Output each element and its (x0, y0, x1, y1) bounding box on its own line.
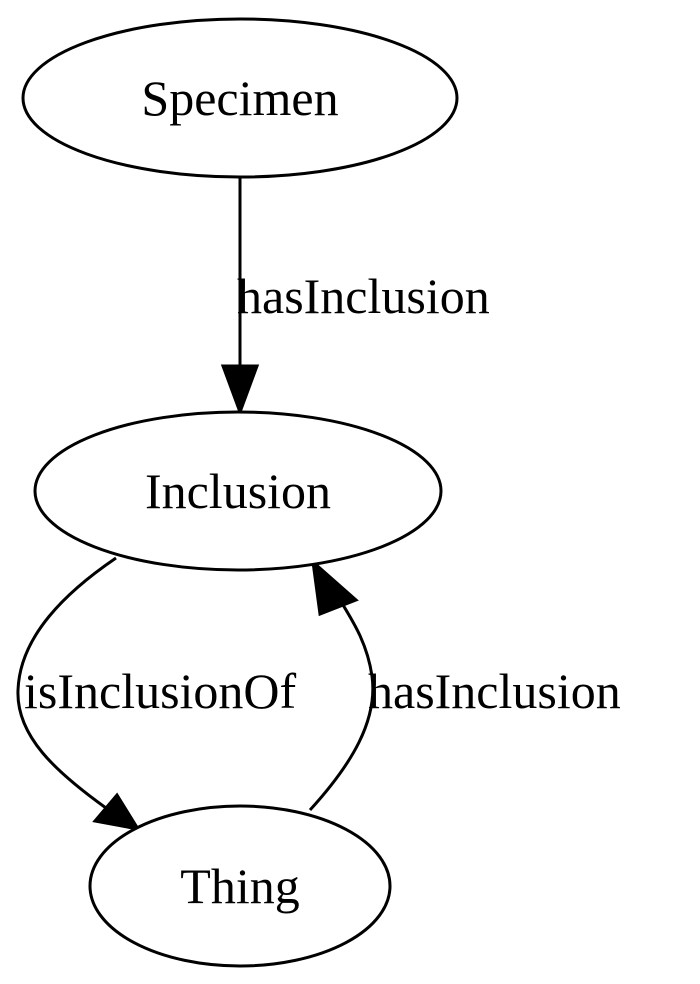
arrowhead-inclusion-from-specimen (220, 364, 260, 417)
arrowhead-inclusion-from-thing (310, 558, 359, 617)
node-thing-shape (88, 804, 392, 968)
edge-label-thing-to-inclusion: hasInclusion (368, 663, 621, 719)
edge-inclusion-to-thing: isInclusionOf (16, 556, 297, 832)
node-inclusion[interactable]: Inclusion (33, 410, 443, 572)
edge-label-inclusion-to-thing: isInclusionOf (24, 663, 297, 719)
node-inclusion-label: Inclusion (145, 463, 331, 519)
node-specimen[interactable]: Specimen (21, 17, 459, 179)
node-specimen-label: Specimen (141, 70, 338, 126)
edge-line-thing-to-inclusion (308, 599, 375, 812)
arrowhead-thing-from-inclusion (92, 792, 142, 832)
edge-specimen-to-inclusion: hasInclusion (220, 178, 490, 417)
edge-label-specimen-to-inclusion: hasInclusion (237, 268, 490, 324)
node-thing[interactable]: Thing (88, 804, 392, 968)
edge-thing-to-inclusion: hasInclusion (308, 558, 621, 812)
node-specimen-shape (21, 17, 459, 179)
edge-line-inclusion-to-thing (16, 556, 117, 810)
node-thing-label: Thing (180, 858, 299, 914)
node-inclusion-shape (33, 410, 443, 572)
